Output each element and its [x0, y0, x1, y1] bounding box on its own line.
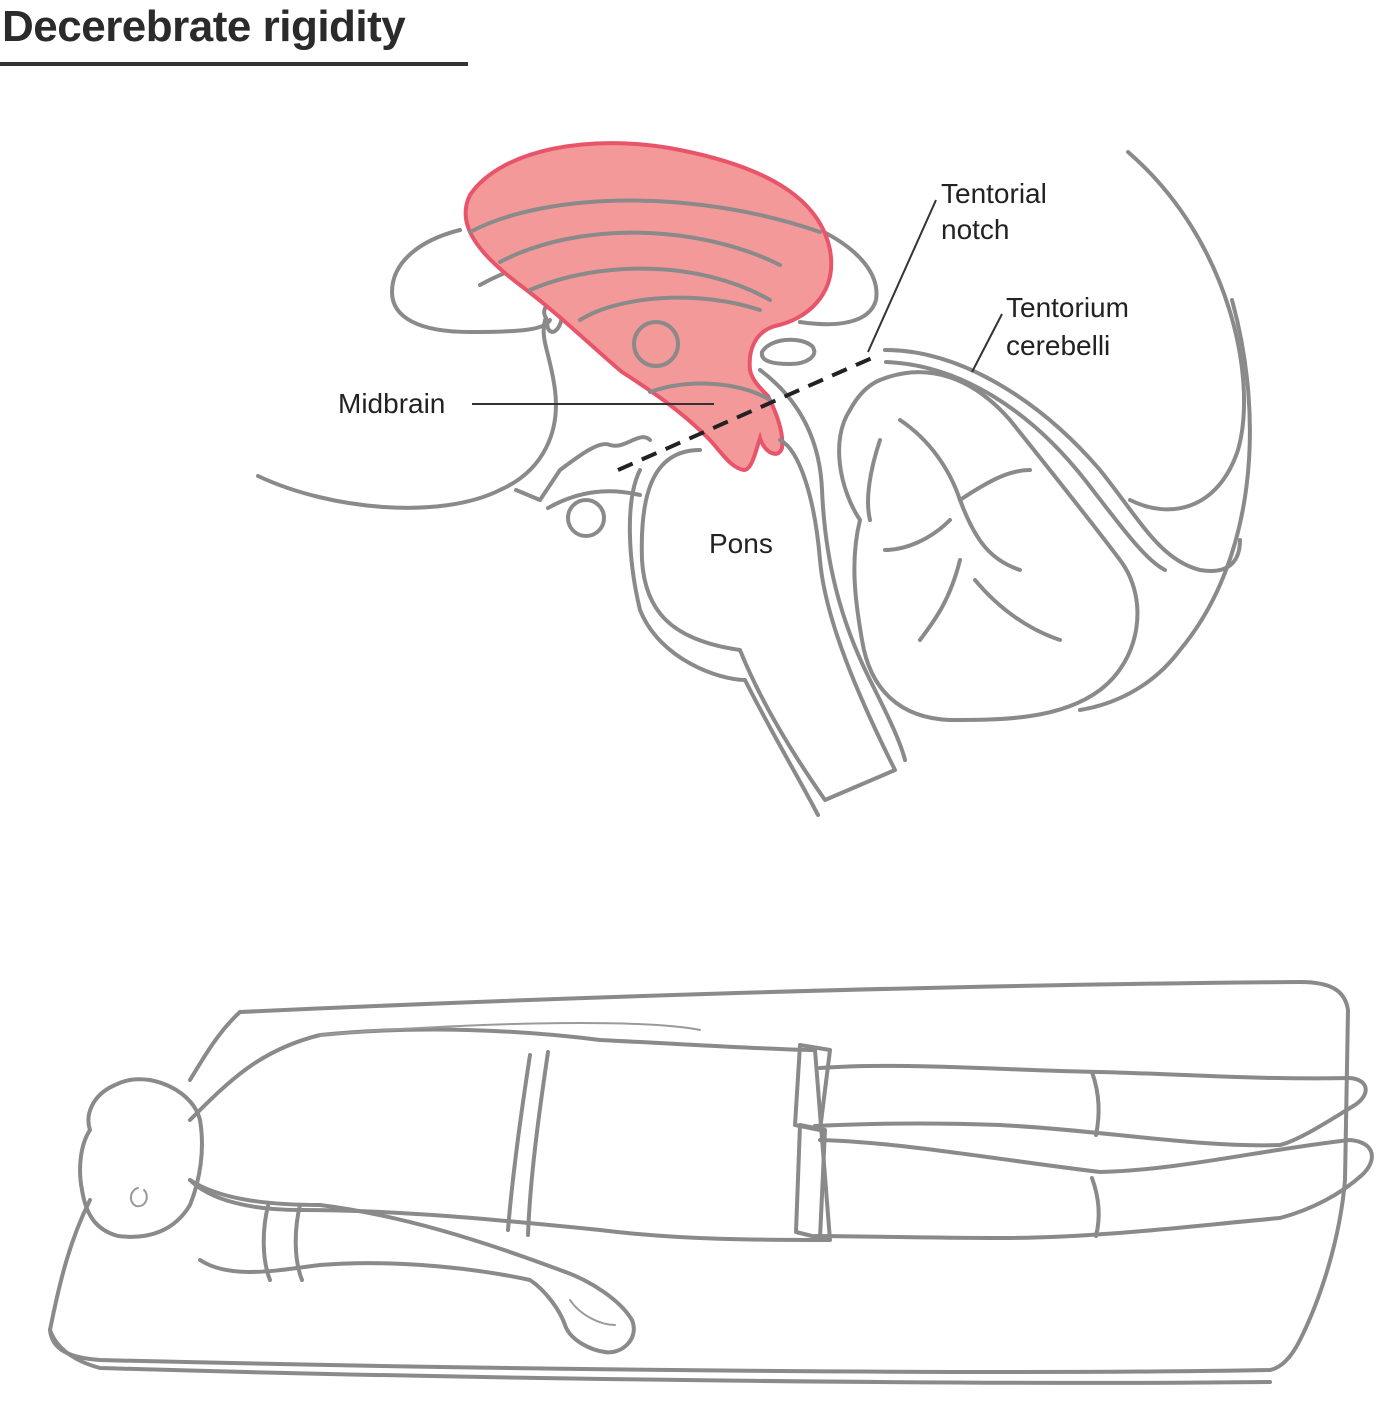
label-tentorium-cerebelli-line1: Tentorium: [1006, 292, 1129, 323]
cerebrum-outline: [390, 228, 552, 334]
tentorium-cerebelli-inner: [884, 360, 1167, 572]
pons-outline: [639, 438, 897, 802]
mattress-outline: [48, 980, 1350, 1374]
internal-line: [498, 230, 782, 267]
sock-band: [1090, 1070, 1101, 1137]
patient-hand: [569, 1299, 616, 1326]
patient-leg-lower: [813, 1138, 1374, 1240]
mattress-side: [48, 1328, 1272, 1385]
patient-arm: [188, 1178, 636, 1355]
label-midbrain: Midbrain: [338, 388, 446, 419]
label-tentorial-notch-line2: notch: [941, 214, 1010, 245]
patient-ear: [130, 1187, 148, 1208]
skull-outline: [1126, 150, 1247, 512]
figure-title: Decerebrate rigidity: [2, 2, 406, 51]
internal-line: [578, 295, 762, 322]
shirt-line: [319, 1022, 701, 1036]
mammillary-body: [759, 337, 817, 366]
patient-leg-upper: [813, 1063, 1368, 1148]
pons-outer-outline: [627, 468, 820, 817]
cerebellum-outline: [837, 370, 1140, 722]
internal-line: [468, 198, 822, 234]
optic-chiasm: [514, 435, 652, 502]
cerebellum-folia: [958, 498, 1022, 572]
fourth-ventricle: [758, 368, 907, 762]
highlighted-region: [463, 141, 834, 473]
cerebellum-folia: [866, 438, 882, 522]
label-tentorial-notch-line1: Tentorial: [941, 178, 1047, 209]
cerebellum-folia: [958, 468, 1032, 502]
sleeve-band: [293, 1203, 304, 1282]
tentorial-notch-line: [617, 356, 873, 472]
mattress-top-edge: [188, 1010, 242, 1082]
infundibulum: [546, 489, 642, 510]
red-nucleus: [632, 320, 680, 368]
cerebellum-folia: [898, 418, 962, 502]
internal-line: [528, 266, 772, 302]
patient-head: [78, 1077, 204, 1239]
label-tentorium-cerebelli-line2: cerebelli: [1006, 330, 1111, 361]
cerebellum-folia: [918, 558, 962, 642]
waist-band: [506, 1053, 532, 1232]
brain-section: [256, 141, 1252, 817]
title-underline: [0, 62, 468, 66]
leader-tentorial-notch: [867, 199, 937, 353]
skull-outline-outer: [1078, 298, 1252, 712]
sleeve-band: [261, 1204, 272, 1282]
sock-band: [1090, 1176, 1101, 1238]
leader-tentorium-cerebelli: [971, 313, 1003, 373]
cerebellum-folia: [883, 518, 952, 552]
cerebrum-arc: [798, 228, 879, 327]
frontal-base: [256, 318, 558, 510]
waist-band: [526, 1050, 550, 1237]
cerebellum-folia: [973, 578, 1062, 642]
pituitary: [566, 498, 606, 538]
cerebral-aqueduct: [648, 381, 772, 402]
patient-illustration: [48, 980, 1374, 1385]
shorts-right-leg: [793, 1043, 832, 1132]
label-pons: Pons: [709, 528, 773, 559]
